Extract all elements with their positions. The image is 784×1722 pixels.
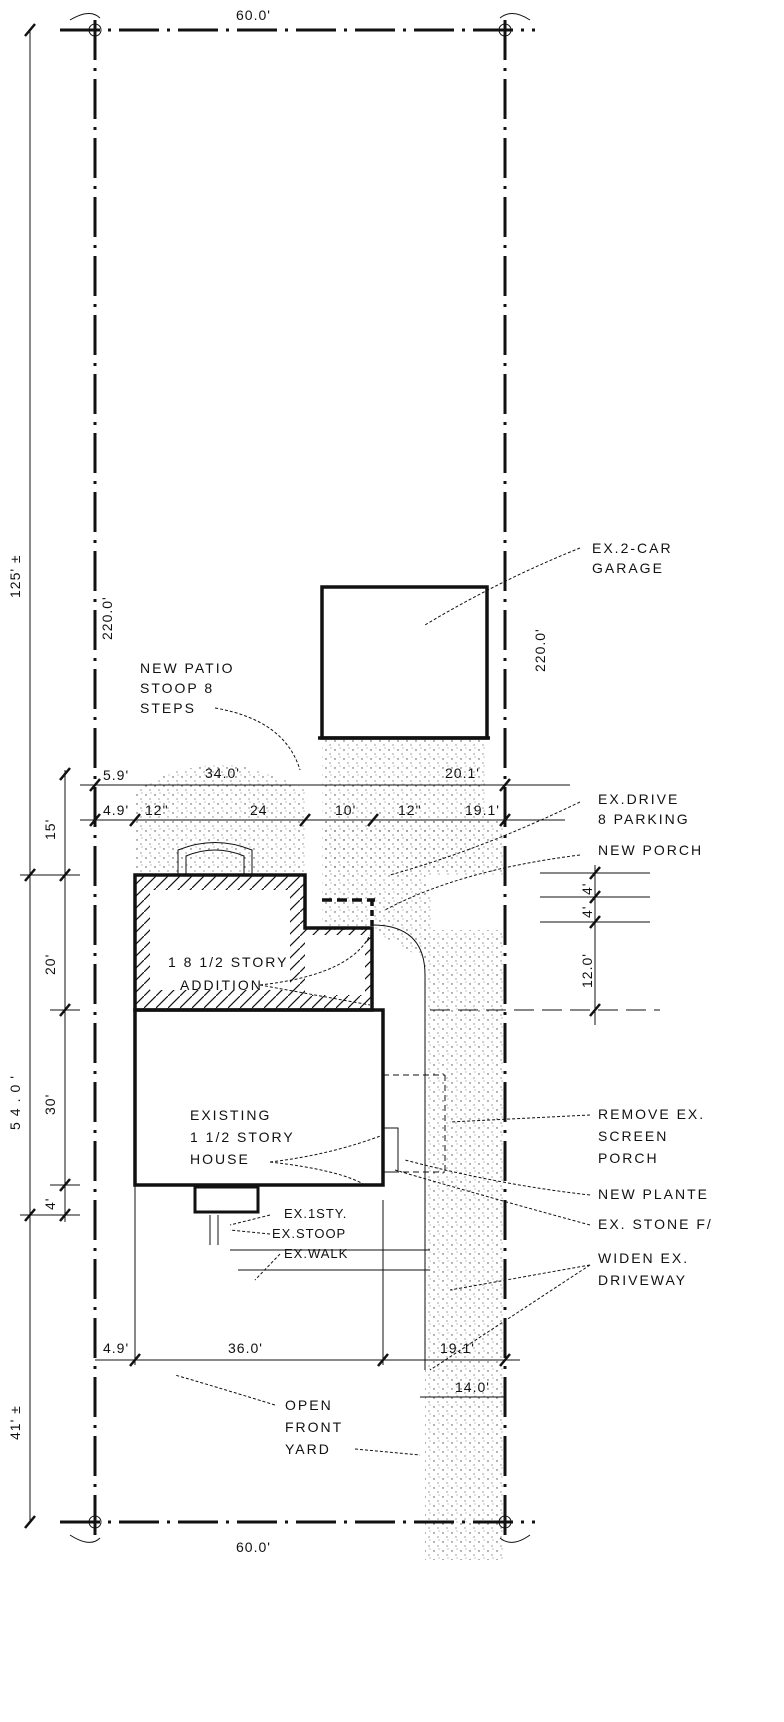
dim-addition-depth: 20' [42, 954, 58, 975]
label-garage-1: EX.2-CAR [592, 540, 673, 556]
label-drive-2: 8 PARKING [598, 811, 690, 827]
property-lines [60, 13, 535, 1543]
label-yard-3: YARD [285, 1441, 331, 1457]
walk [209, 1215, 430, 1271]
dim-patio-depth: 15' [42, 819, 58, 840]
dim-front-right-setback: 19.1' [440, 1340, 475, 1356]
dim-front-left-setback: 4.9' [103, 1340, 129, 1356]
label-drive-1: EX.DRIVE [598, 791, 679, 807]
label-remove-1: REMOVE EX. [598, 1106, 705, 1122]
garage [318, 585, 490, 740]
label-house-3: HOUSE [190, 1151, 250, 1167]
label-patio-1: NEW PATIO [140, 660, 234, 676]
label-yard-1: OPEN [285, 1397, 333, 1413]
dim-house-width: 36.0' [228, 1340, 263, 1356]
leader-lines [174, 547, 591, 1456]
label-patio-2: STOOP 8 [140, 680, 214, 696]
callout-labels: EX.2-CAR GARAGE NEW PATIO STOOP 8 STEPS … [140, 540, 713, 1457]
dim-stoop-depth: 4' [42, 1198, 58, 1210]
dim-patio-width: 34.0' [205, 765, 240, 781]
dim-rear-setback: 125' ± [7, 554, 23, 598]
planter [382, 1127, 399, 1173]
dimension-labels: 60.0' 60.0' 220.0' 220.0' 125' ± 41' ± 5… [7, 7, 595, 1555]
dim-porch-b: 4' [579, 906, 595, 918]
dim-driveway-width: 14.0' [455, 1379, 490, 1395]
dim-house-depth: 54.0' [7, 1070, 23, 1130]
dim-left-setback: 4.9' [103, 802, 129, 818]
dim-front-setback: 41' ± [7, 1405, 23, 1440]
label-ex-1sty: EX.1STY. [284, 1206, 347, 1221]
label-porch: NEW PORCH [598, 842, 703, 858]
dim-addition-width: 24 [250, 802, 268, 818]
label-ex-walk: EX.WALK [284, 1246, 348, 1261]
dim-porch-a: 4' [579, 883, 595, 895]
patio-steps [177, 842, 253, 875]
dim-lot-width-bottom: 60.0' [236, 1539, 271, 1555]
label-patio-3: STEPS [140, 700, 196, 716]
dim-porch-width: 10' [335, 802, 356, 818]
existing-house [133, 1008, 385, 1187]
driveway-edge [371, 924, 426, 1370]
label-widen-1: WIDEN EX. [598, 1250, 689, 1266]
dim-patio-side: 5.9' [103, 767, 129, 783]
dim-lot-depth-right: 220.0' [532, 628, 548, 672]
dim-lot-width-top: 60.0' [236, 7, 271, 23]
label-stone: EX. STONE F/ [598, 1216, 713, 1232]
label-house-1: EXISTING [190, 1107, 271, 1123]
label-widen-2: DRIVEWAY [598, 1272, 687, 1288]
corner-marker-icon [69, 13, 531, 1543]
dim-patio-right: 20.1' [445, 765, 480, 781]
dimension-lines [20, 23, 660, 1529]
label-yard-2: FRONT [285, 1419, 343, 1435]
label-addition-2: ADDITION [180, 977, 263, 993]
dim-overhang-right: 12" [398, 802, 422, 818]
paving [135, 740, 505, 1560]
dim-porch-c: 12.0' [579, 953, 595, 988]
label-ex-stoop: EX.STOOP [272, 1226, 346, 1241]
dim-right-setback-upper: 19.1' [465, 802, 500, 818]
stoop [193, 1185, 260, 1214]
label-planter: NEW PLANTE [598, 1186, 709, 1202]
dim-lot-depth-left: 220.0' [99, 596, 115, 640]
label-addition-1: 1 8 1/2 STORY [168, 954, 288, 970]
label-remove-3: PORCH [598, 1150, 659, 1166]
label-remove-2: SCREEN [598, 1128, 668, 1144]
dim-overhang-left: 12" [145, 802, 169, 818]
dim-house-section: 30' [42, 1094, 58, 1115]
label-house-2: 1 1/2 STORY [190, 1129, 295, 1145]
label-garage-2: GARAGE [592, 560, 664, 576]
